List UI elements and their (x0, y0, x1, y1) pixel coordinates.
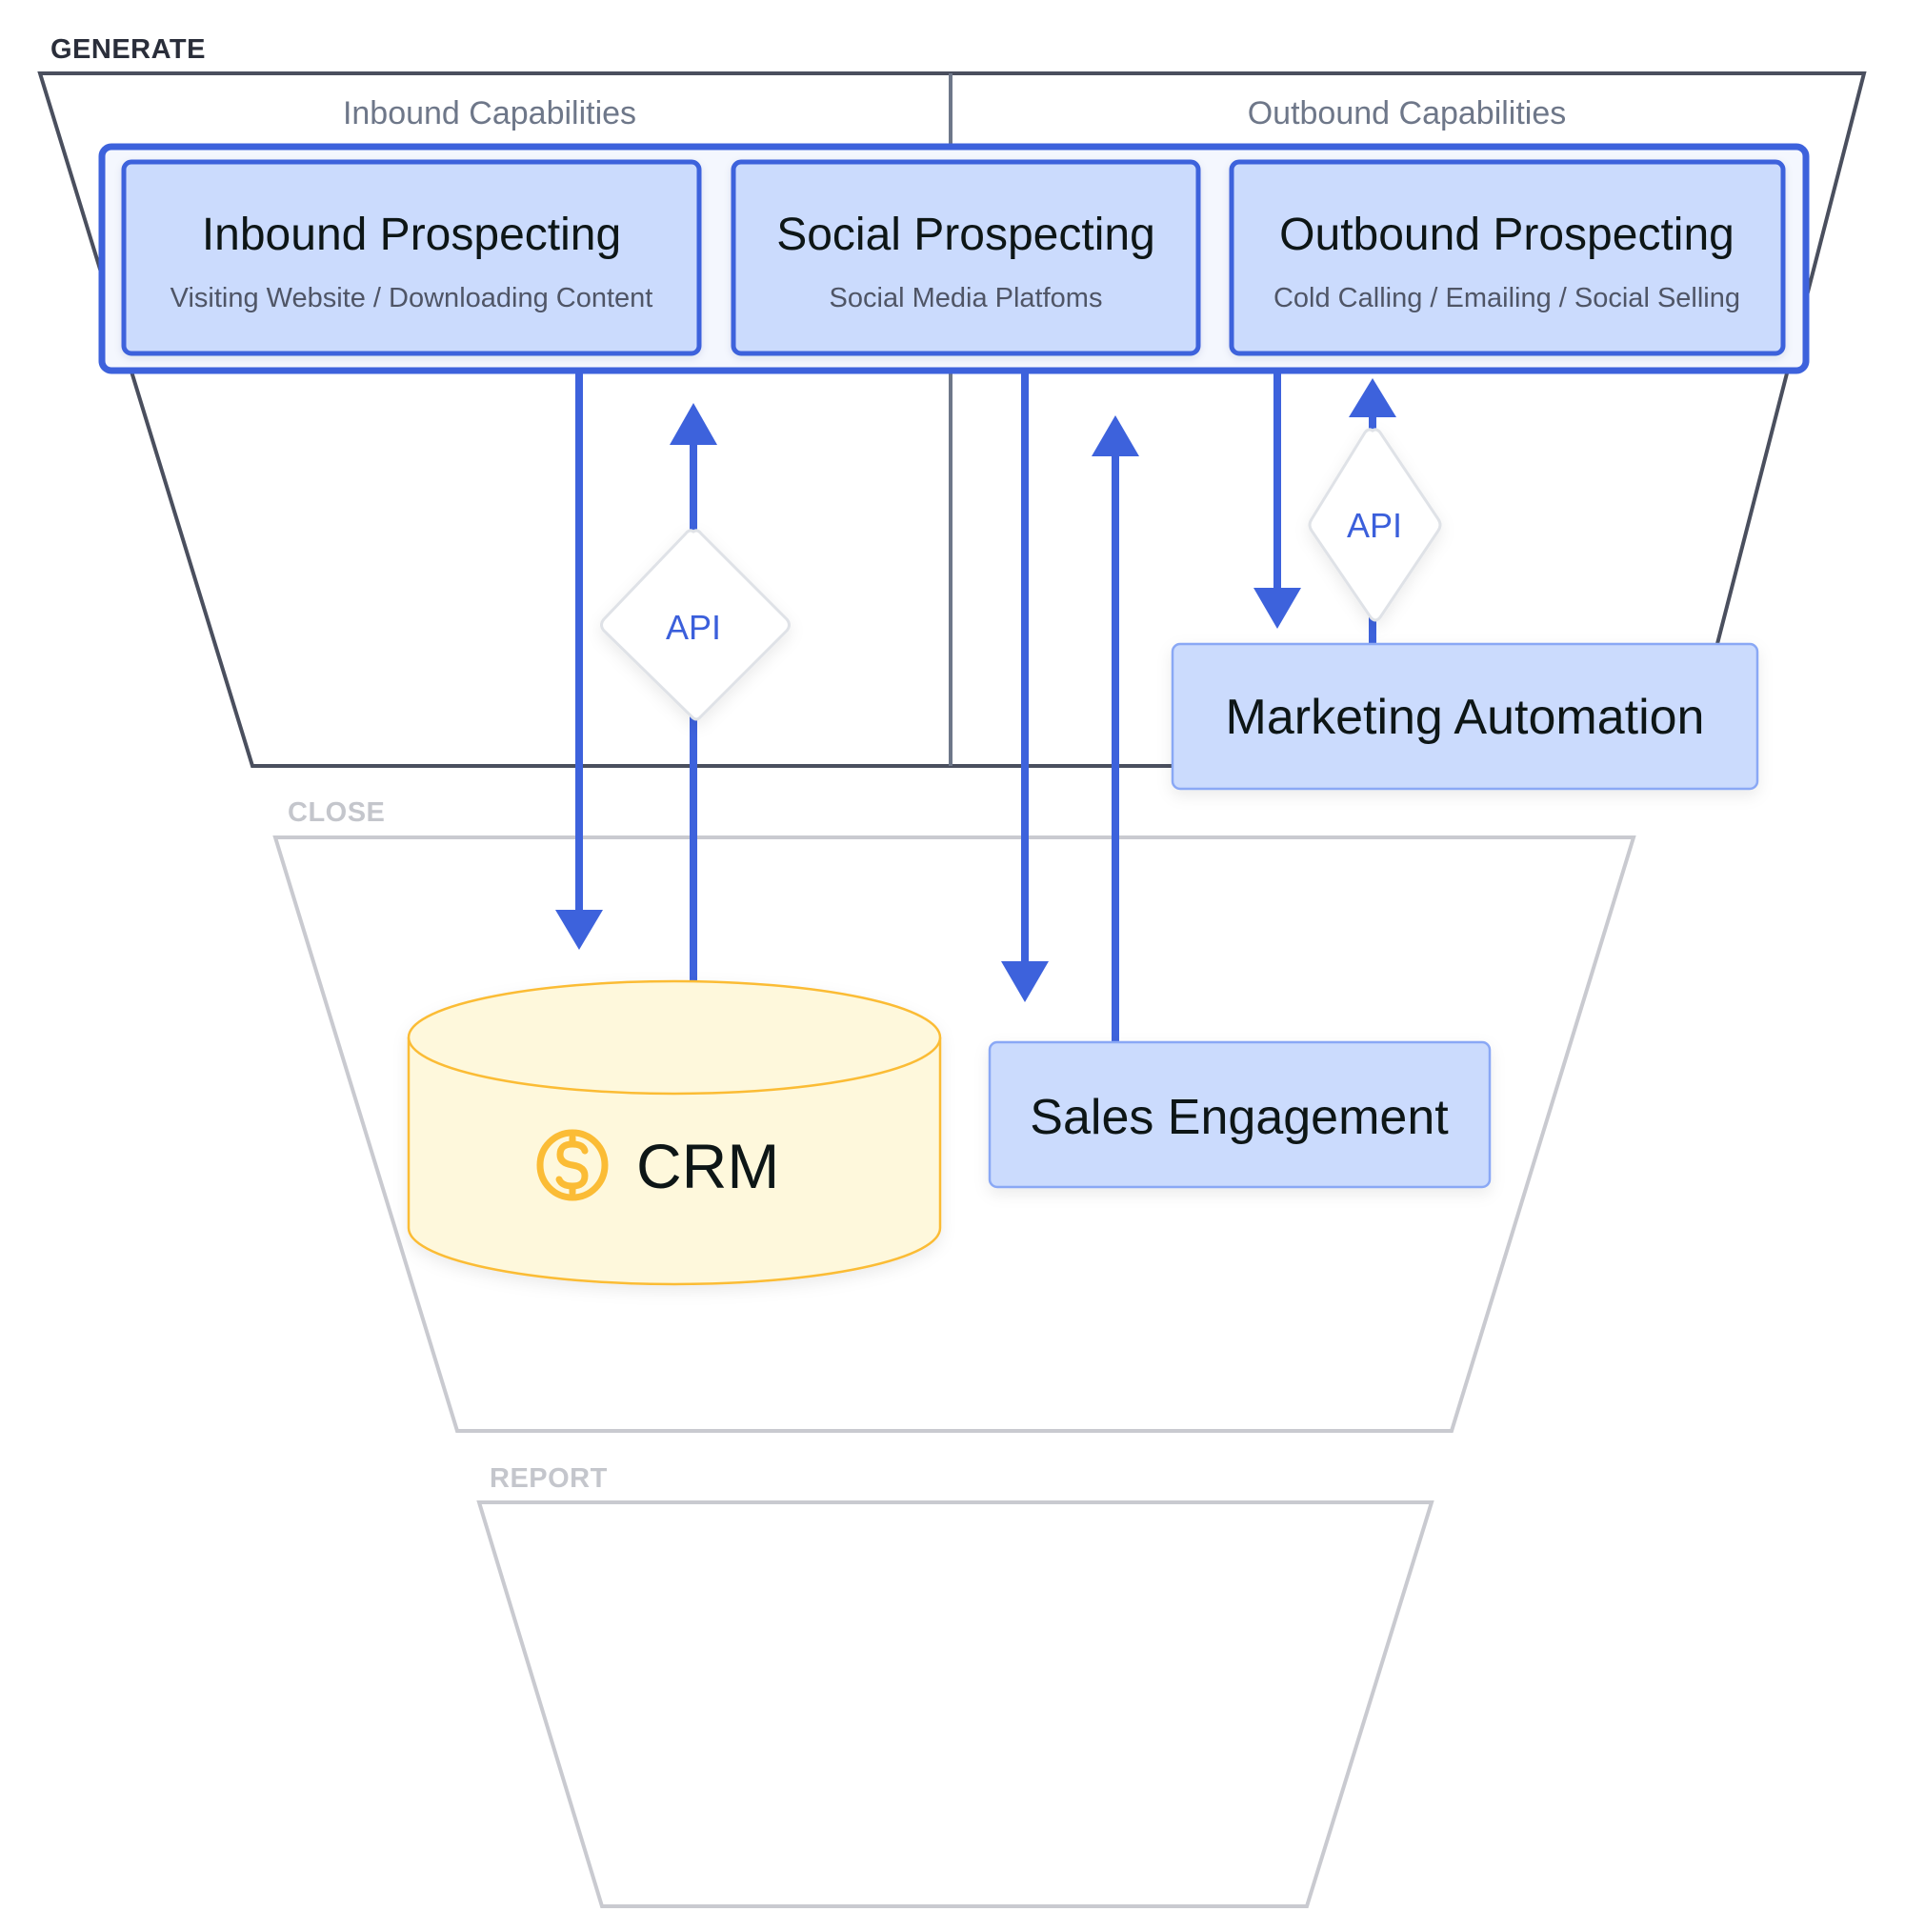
api-label: API (666, 608, 721, 647)
report-funnel-shape (476, 1500, 1434, 1908)
prospecting-container: Inbound Prospecting Visiting Website / D… (98, 143, 1810, 374)
card-subtitle: Visiting Website / Downloading Content (170, 283, 653, 313)
report-stage: REPORT (476, 1463, 1434, 1908)
sales-engagement-label: Sales Engagement (1030, 1090, 1449, 1145)
inbound-capabilities-label: Inbound Capabilities (343, 95, 636, 131)
sales-engagement-box[interactable]: Sales Engagement (988, 1040, 1492, 1189)
api-badge-outbound[interactable]: API (1308, 428, 1442, 622)
outbound-to-marketing-automation-arrowhead (1253, 588, 1301, 629)
card-title: Outbound Prospecting (1279, 210, 1735, 260)
card-subtitle: Cold Calling / Emailing / Social Selling (1273, 283, 1740, 313)
social-to-sales-engagement-arrowhead (1001, 961, 1049, 1002)
card-title: Inbound Prospecting (202, 210, 621, 260)
crm-database[interactable]: CRM (407, 979, 942, 1286)
api-diamond-shape (1308, 428, 1442, 622)
crm-label: CRM (636, 1131, 779, 1201)
sales-engagement-frame (988, 1040, 1492, 1189)
card-social-prospecting[interactable]: Social Prospecting Social Media Platfoms (731, 159, 1201, 356)
marketing-automation-box[interactable]: Marketing Automation (1171, 642, 1759, 791)
card-subtitle: Social Media Platfoms (830, 283, 1103, 313)
close-stage-label: CLOSE (288, 797, 385, 828)
crm-cylinder-top (407, 979, 942, 1096)
marketing-automation-frame (1171, 642, 1759, 791)
api-diamond-shape (600, 529, 791, 721)
generate-stage-label: GENERATE (50, 34, 206, 65)
api-label: API (1347, 506, 1402, 545)
card-outbound-prospecting[interactable]: Outbound Prospecting Cold Calling / Emai… (1229, 159, 1786, 356)
card-title: Social Prospecting (776, 210, 1155, 260)
card-social-frame (731, 159, 1201, 356)
inbound-to-crm-arrowhead (555, 910, 603, 950)
api-badge-inbound[interactable]: API (600, 529, 791, 721)
marketing-automation-label: Marketing Automation (1226, 690, 1705, 745)
marketing-automation-to-outbound-arrowhead (1349, 378, 1396, 417)
dollar-coin-icon (536, 1129, 609, 1201)
card-outbound-frame (1229, 159, 1786, 356)
crm-to-inbound-arrowhead (670, 403, 717, 445)
outbound-capabilities-label: Outbound Capabilities (1248, 95, 1567, 131)
crm-cylinder-body (407, 1037, 942, 1286)
card-inbound-prospecting[interactable]: Inbound Prospecting Visiting Website / D… (121, 159, 702, 356)
sales-engagement-to-social-arrowhead (1092, 415, 1139, 456)
card-inbound-frame (121, 159, 702, 356)
report-stage-label: REPORT (490, 1463, 608, 1494)
